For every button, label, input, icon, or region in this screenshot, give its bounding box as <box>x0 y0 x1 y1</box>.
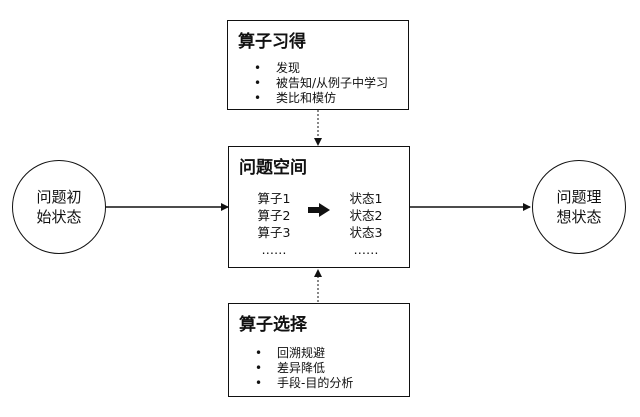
list-item: 手段-目的分析 <box>255 376 353 391</box>
state-item: 状态3 <box>349 225 383 240</box>
operator-item: 算子2 <box>257 208 291 223</box>
operator-item: 算子1 <box>257 191 291 206</box>
node-problem-space: 问题空间 算子1 算子2 算子3 …… 状态1 状态2 状态3 …… <box>228 146 410 268</box>
node-start-state: 问题初 始状态 <box>12 160 106 254</box>
states-column: 状态1 状态2 状态3 …… <box>341 190 391 258</box>
operators-column: 算子1 算子2 算子3 …… <box>249 190 299 258</box>
list-item: 回溯规避 <box>255 346 353 361</box>
operator-item: …… <box>261 242 287 257</box>
start-state-line2: 始状态 <box>36 208 82 226</box>
problem-space-title: 问题空间 <box>239 158 307 178</box>
node-operator-selection: 算子选择 回溯规避 差异降低 手段-目的分析 <box>228 303 410 397</box>
node-goal-state: 问题理 想状态 <box>532 160 626 254</box>
state-item: …… <box>353 242 379 257</box>
list-item: 差异降低 <box>255 361 353 376</box>
node-operator-acquisition: 算子习得 发现 被告知/从例子中学习 类比和模仿 <box>227 20 409 110</box>
state-item: 状态1 <box>349 191 383 206</box>
operator-item: 算子3 <box>257 225 291 240</box>
operator-acquisition-title: 算子习得 <box>238 32 306 52</box>
goal-state-line2: 想状态 <box>556 208 602 226</box>
operator-selection-list: 回溯规避 差异降低 手段-目的分析 <box>255 346 353 391</box>
list-item: 被告知/从例子中学习 <box>254 76 388 91</box>
goal-state-line1: 问题理 <box>556 188 602 206</box>
list-item: 类比和模仿 <box>254 91 388 106</box>
operator-selection-title: 算子选择 <box>239 315 307 335</box>
operator-acquisition-list: 发现 被告知/从例子中学习 类比和模仿 <box>254 61 388 106</box>
start-state-line1: 问题初 <box>36 188 82 206</box>
state-item: 状态2 <box>349 208 383 223</box>
right-arrow-icon <box>308 203 330 217</box>
list-item: 发现 <box>254 61 388 76</box>
